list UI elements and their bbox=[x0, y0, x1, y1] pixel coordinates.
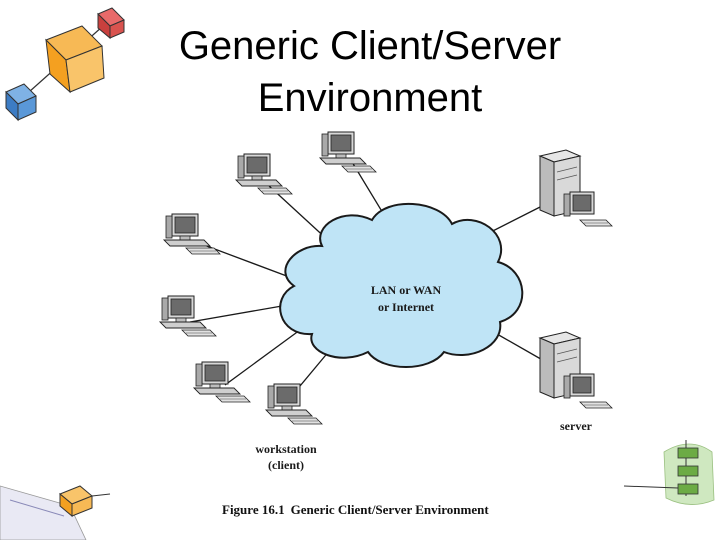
clipart-cubes-icon bbox=[5, 7, 125, 122]
cloud-label-line1: LAN or WAN bbox=[371, 283, 442, 297]
cloud-label-line2: or Internet bbox=[378, 300, 434, 314]
caption-figure-number: Figure 16.1 bbox=[222, 502, 285, 517]
link-ws-4 bbox=[189, 305, 283, 323]
link-ws-5 bbox=[224, 329, 301, 386]
link-ws-1 bbox=[267, 184, 331, 243]
workstation-label-line1: workstation bbox=[255, 442, 317, 456]
link-srv-2 bbox=[489, 329, 547, 363]
clipart-hand-cube-icon bbox=[0, 485, 111, 540]
network-cloud bbox=[279, 202, 524, 368]
server-1 bbox=[539, 149, 613, 227]
slide-title: Generic Client/Server Environment bbox=[130, 20, 610, 124]
slide-title-line2: Environment bbox=[257, 76, 483, 120]
network-links bbox=[189, 161, 547, 399]
workstation-2 bbox=[319, 131, 377, 173]
workstation-label-line2: (client) bbox=[268, 458, 304, 472]
link-ws-3 bbox=[195, 241, 293, 279]
clipart-flowchart-icon bbox=[623, 440, 715, 505]
workstation-5 bbox=[193, 361, 251, 403]
server-label: server bbox=[560, 419, 593, 433]
workstation-3 bbox=[163, 213, 221, 255]
caption-text: Generic Client/Server Environment bbox=[290, 502, 489, 517]
workstation-1 bbox=[235, 153, 293, 195]
slide-title-line1: Generic Client/Server bbox=[178, 24, 562, 68]
figure-caption: Figure 16.1 Generic Client/Server Environ… bbox=[222, 502, 522, 518]
workstation-4 bbox=[159, 295, 217, 337]
server-2 bbox=[539, 331, 613, 409]
workstation-6 bbox=[265, 383, 323, 425]
